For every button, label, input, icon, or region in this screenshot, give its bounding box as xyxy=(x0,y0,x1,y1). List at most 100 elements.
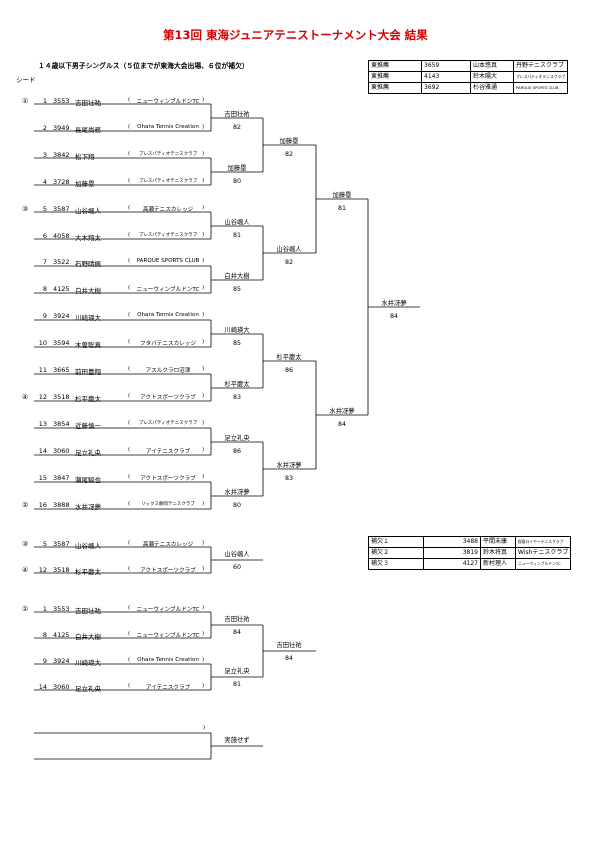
player-name: 前田豊翔 xyxy=(75,368,101,376)
reserve-label: 補欠２ xyxy=(368,547,424,559)
player-id: 3847 xyxy=(53,473,70,482)
club-close-paren: ) xyxy=(202,339,205,346)
player-name: 木曽聡真 xyxy=(75,341,101,350)
player-club: アクトスポーツクラブ xyxy=(140,475,196,482)
club-open-paren: ( xyxy=(128,231,131,238)
champion-name: 水井冴夢 xyxy=(381,300,407,307)
player-id: 3854 xyxy=(53,419,70,428)
draw-number: 13 xyxy=(38,419,47,428)
club-open-paren: ( xyxy=(128,339,131,346)
table-row: 補欠２ 3819 鈴木将真 Wishテニスクラブ xyxy=(368,547,572,559)
round1-winner-name: 白井大樹 xyxy=(224,273,250,280)
round1-score: 86 xyxy=(232,448,241,455)
round1-winner-name: 山谷颯人 xyxy=(224,219,250,226)
round1-winner-name: 水井冴夢 xyxy=(224,489,250,496)
player-id: 4125 xyxy=(53,285,70,294)
player-club: アスルクラロ沼津 xyxy=(145,368,191,374)
player-club: 高瀬テニスカレッジ xyxy=(142,206,194,213)
player-club: リックス静岡テニスクラブ xyxy=(141,501,195,507)
club-close-paren: ) xyxy=(202,366,205,372)
table-row: 補欠１ 3488 平間未康 桜島ロイヤーテニスクラブ xyxy=(368,536,572,548)
draw-number: 7 xyxy=(42,258,47,267)
third-place-winner-name: 山谷颯人 xyxy=(224,551,250,558)
round2-score: 82 xyxy=(284,259,293,266)
player-name: 足立礼央 xyxy=(75,685,101,693)
draw-number: 14 xyxy=(38,446,47,455)
club-close-paren: ) xyxy=(202,177,205,184)
player-name: 松下翔 xyxy=(75,152,95,161)
player-club: ニューウィンブルドンTC xyxy=(136,99,200,105)
club-close-paren: ) xyxy=(202,123,205,130)
seed-mark: ③ xyxy=(22,540,29,548)
player-name: 山谷颯人 xyxy=(75,542,101,550)
not-held-label: 実施せず xyxy=(224,737,250,744)
round2-winner-name: 山谷颯人 xyxy=(276,246,302,253)
player-id: 3842 xyxy=(53,150,70,159)
fifth-place-winner-name: 吉田壮祐 xyxy=(276,642,302,649)
club-close-paren: ) xyxy=(202,683,205,689)
final-score: 84 xyxy=(389,313,398,320)
fifth-r1-score-0: 84 xyxy=(232,629,241,636)
reserve-club: 桜島ロイヤーテニスクラブ xyxy=(514,536,572,548)
round1-score: 85 xyxy=(232,340,241,347)
qualifier-id: 3692 xyxy=(421,82,471,94)
table-row: 補欠３ 4127 新村理人 ニューウィンブルドンTC xyxy=(368,558,572,570)
player-club: Ohara Tennis Creation xyxy=(137,312,199,319)
draw-number: 6 xyxy=(42,231,47,240)
player-name: 白井大樹 xyxy=(75,633,101,641)
draw-number: 3 xyxy=(42,150,47,159)
player-name: 川崎瑛大 xyxy=(75,659,101,667)
seed-mark: ② xyxy=(22,500,29,509)
club-open-paren: ( xyxy=(128,540,131,546)
draw-number: 8 xyxy=(42,631,47,639)
seed-label: シード xyxy=(16,76,36,84)
seed-mark: ① xyxy=(22,605,29,613)
club-open-paren: ( xyxy=(128,97,131,103)
player-id: 3924 xyxy=(53,312,70,321)
reserve-club: ニューウィンブルドンTC xyxy=(514,558,572,570)
player-id: 3587 xyxy=(53,204,70,213)
player-club: アクトスポーツクラブ xyxy=(140,568,196,574)
seed-mark: ④ xyxy=(22,392,29,401)
draw-number: 8 xyxy=(42,285,47,294)
player-name: 瀬尾駿也 xyxy=(75,475,101,484)
player-id: 3522 xyxy=(53,258,70,267)
draw-number: 1 xyxy=(42,605,47,613)
round2-score: 82 xyxy=(284,151,293,158)
draw-number: 15 xyxy=(38,473,47,482)
club-open-paren: ( xyxy=(128,258,131,265)
draw-number: 12 xyxy=(38,566,47,574)
reserve-name: 鈴木将真 xyxy=(480,547,516,559)
draw-number: 11 xyxy=(38,366,47,374)
round1-score: 83 xyxy=(232,394,241,401)
table-row: 東推薦 3659 山本悠真 丹野テニスクラブ xyxy=(368,60,569,72)
round1-score: 80 xyxy=(232,178,241,185)
player-club: プレスパティオテニスクラブ xyxy=(138,232,198,238)
semifinal-winner-name: 水井冴夢 xyxy=(329,408,355,415)
player-club: ニューウィンブルドンTC xyxy=(136,633,200,639)
club-open-paren: ( xyxy=(128,683,131,689)
draw-number: 2 xyxy=(42,123,47,132)
club-open-paren: ( xyxy=(128,605,131,611)
club-open-paren: ( xyxy=(128,473,131,480)
draw-number: 10 xyxy=(38,339,47,348)
seed-mark: ④ xyxy=(22,566,29,574)
player-club: ニューウィンブルドンTC xyxy=(136,287,200,294)
draw-number: 4 xyxy=(42,177,47,186)
club-close-paren: ) xyxy=(202,566,205,572)
fifth-r1-score-1: 81 xyxy=(232,681,241,688)
reserve-name: 新村理人 xyxy=(480,558,516,570)
round1-score: 80 xyxy=(232,502,241,509)
player-name: 白井大樹 xyxy=(75,287,101,296)
round1-score: 85 xyxy=(232,286,241,293)
fifth-r1-name-0: 吉田壮祐 xyxy=(224,616,250,623)
round2-winner-name: 水井冴夢 xyxy=(276,462,302,469)
club-close-paren: ) xyxy=(202,97,205,103)
round2-winner-name: 加藤塁 xyxy=(279,138,299,145)
reserve-name: 平間未康 xyxy=(480,536,516,548)
player-id: 3924 xyxy=(53,657,70,665)
player-id: 3587 xyxy=(53,540,70,548)
player-name: 杉平慶太 xyxy=(75,394,101,403)
draw-number: 1 xyxy=(42,97,47,105)
round1-winner-name: 加藤塁 xyxy=(227,165,247,172)
